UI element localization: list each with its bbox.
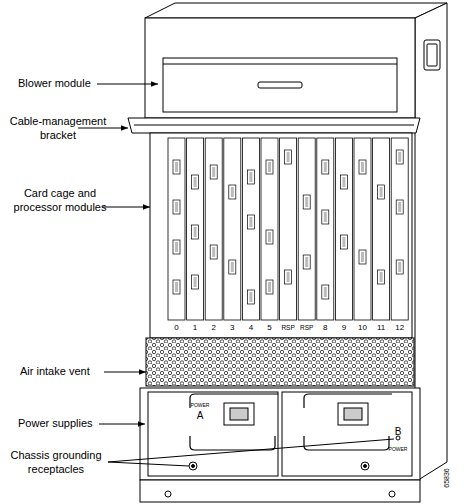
part-label: Power supplies [18, 417, 108, 431]
slot-number: 8 [323, 323, 327, 333]
slot-number: RSP [281, 324, 294, 332]
part-label: Cable-management bracket [8, 115, 108, 143]
supply-letter: B [395, 426, 402, 439]
slot-number: 2 [211, 323, 215, 333]
slot-number: 0 [174, 323, 178, 333]
supply-letter: A [197, 410, 204, 423]
slot-number: 11 [377, 323, 385, 333]
slot-number: 5 [267, 323, 271, 333]
slot-number: 10 [358, 323, 367, 333]
part-label: Chassis grounding receptacles [4, 449, 108, 477]
slot-number: 3 [230, 323, 234, 333]
part-label: Air intake vent [20, 365, 110, 379]
switch-label: POWER [191, 402, 210, 408]
slot-number: 1 [193, 323, 197, 333]
part-label: Blower module [18, 77, 103, 91]
part-label: Card cage and processor modules [12, 187, 108, 215]
slot-number: 9 [342, 323, 346, 333]
switch-label: POWER [389, 446, 408, 452]
figure-number: 65836 [443, 468, 452, 487]
slot-number: 12 [395, 323, 404, 333]
slot-number: RSP [300, 324, 313, 332]
slot-number: 4 [249, 323, 253, 333]
